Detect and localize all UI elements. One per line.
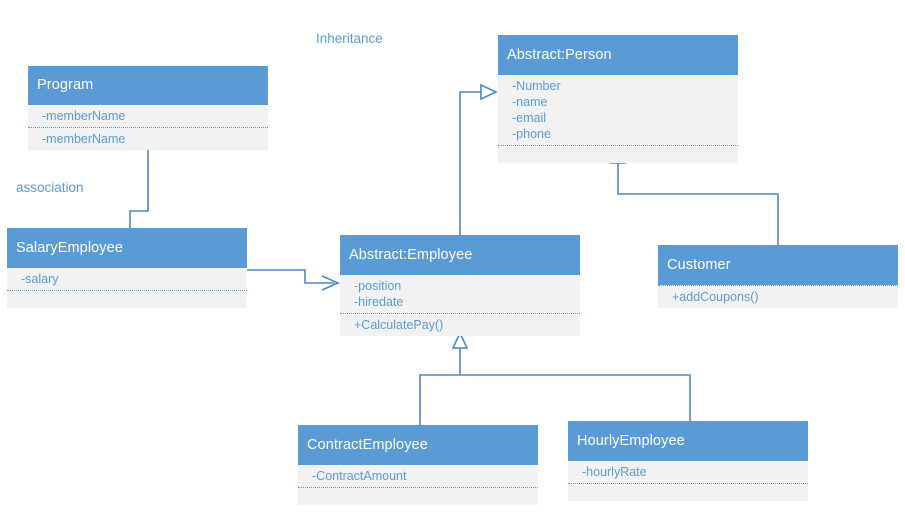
class-box-salary-employee[interactable]: SalaryEmployee -salary bbox=[7, 228, 247, 308]
connector-employee-person bbox=[459, 91, 494, 235]
class-body-abstract-employee: -position -hiredate +CalculatePay() bbox=[340, 275, 580, 336]
class-box-program[interactable]: Program -memberName -memberName bbox=[28, 66, 268, 150]
member-customer-0-0: +addCoupons() bbox=[672, 290, 759, 304]
arrowhead-open-employee-left bbox=[321, 275, 340, 291]
class-box-customer[interactable]: Customer +addCoupons() bbox=[658, 245, 898, 308]
compartment-customer-0: +addCoupons() bbox=[658, 285, 898, 308]
class-name-abstract-employee: Abstract:Employee bbox=[340, 235, 580, 275]
class-body-contract-employee: -ContractAmount bbox=[298, 465, 538, 505]
connector-customer-person bbox=[617, 156, 779, 245]
member-abstract-person-0-2: -email bbox=[512, 111, 547, 125]
member-abstract-person-0-0: -Number bbox=[512, 79, 561, 93]
member-abstract-person-0-1: -name bbox=[512, 95, 548, 109]
member-abstract-person-0-3: -phone bbox=[512, 127, 551, 141]
compartment-program-0: -memberName bbox=[28, 105, 268, 127]
compartment-contract-employee-0: -ContractAmount bbox=[298, 465, 538, 487]
class-name-salary-employee: SalaryEmployee bbox=[7, 228, 247, 268]
compartment-hourly-employee-1 bbox=[568, 483, 808, 501]
connector-program-salaryemployee bbox=[129, 147, 149, 228]
class-box-abstract-employee[interactable]: Abstract:Employee -position -hiredate +Calc… bbox=[340, 235, 580, 336]
compartment-contract-employee-1 bbox=[298, 487, 538, 505]
member-salary-employee-0-0: -salary bbox=[21, 272, 59, 286]
compartment-abstract-employee-0: -position -hiredate bbox=[340, 275, 580, 313]
compartment-abstract-person-0: -Number -name -email -phone bbox=[498, 75, 738, 145]
member-contract-employee-0-0: -ContractAmount bbox=[312, 469, 407, 483]
class-body-program: -memberName -memberName bbox=[28, 105, 268, 150]
class-name-hourly-employee: HourlyEmployee bbox=[568, 421, 808, 461]
class-name-program: Program bbox=[28, 66, 268, 105]
association-label: association bbox=[16, 180, 84, 195]
compartment-program-1: -memberName bbox=[28, 127, 268, 150]
member-abstract-employee-1-0: +CalculatePay() bbox=[354, 318, 444, 332]
connector-subclasses-employee bbox=[419, 374, 691, 425]
compartment-salary-employee-0: -salary bbox=[7, 268, 247, 290]
member-hourly-employee-0-0: -hourlyRate bbox=[582, 465, 647, 479]
class-name-customer: Customer bbox=[658, 245, 898, 285]
compartment-abstract-employee-1: +CalculatePay() bbox=[340, 313, 580, 336]
class-name-contract-employee: ContractEmployee bbox=[298, 425, 538, 465]
inheritance-label: Inheritance bbox=[316, 31, 383, 46]
class-body-salary-employee: -salary bbox=[7, 268, 247, 308]
connector-salaryemployee-employee bbox=[247, 269, 334, 284]
arrowhead-triangle-person-left bbox=[480, 83, 498, 101]
member-program-1-0: -memberName bbox=[42, 132, 126, 146]
class-box-contract-employee[interactable]: ContractEmployee -ContractAmount bbox=[298, 425, 538, 505]
member-program-0-0: -memberName bbox=[42, 109, 126, 123]
class-body-abstract-person: -Number -name -email -phone bbox=[498, 75, 738, 163]
class-body-customer: +addCoupons() bbox=[658, 285, 898, 308]
compartment-abstract-person-1 bbox=[498, 145, 738, 163]
compartment-hourly-employee-0: -hourlyRate bbox=[568, 461, 808, 483]
class-body-hourly-employee: -hourlyRate bbox=[568, 461, 808, 501]
class-box-hourly-employee[interactable]: HourlyEmployee -hourlyRate bbox=[568, 421, 808, 501]
member-abstract-employee-0-0: -position bbox=[354, 279, 402, 293]
class-name-abstract-person: Abstract:Person bbox=[498, 35, 738, 75]
class-box-abstract-person[interactable]: Abstract:Person -Number -name -email -phone bbox=[498, 35, 738, 163]
compartment-salary-employee-1 bbox=[7, 290, 247, 308]
member-abstract-employee-0-1: -hiredate bbox=[354, 295, 404, 309]
